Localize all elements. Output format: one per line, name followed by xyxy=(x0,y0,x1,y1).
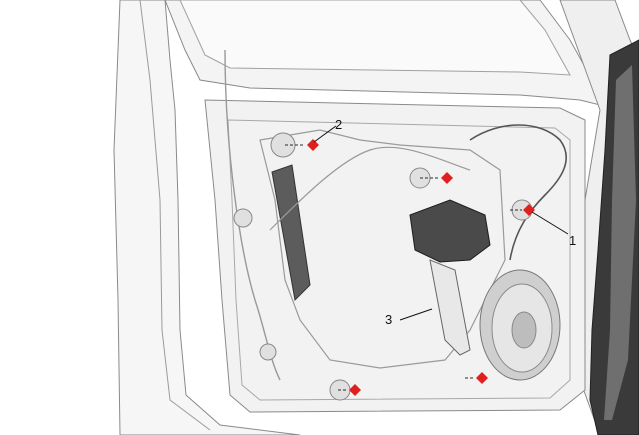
fastener-marker-icon xyxy=(510,204,535,216)
mount-hole xyxy=(233,208,253,228)
door-pillar-highlight xyxy=(604,65,636,420)
carrier-plate xyxy=(259,129,506,369)
fastener-marker-icon xyxy=(338,384,361,396)
leader-line-1 xyxy=(531,211,569,235)
fastener-marker-icon xyxy=(465,372,488,384)
mount-hole xyxy=(259,343,277,361)
inner-panel-border xyxy=(227,119,571,401)
door-outer-frame xyxy=(113,0,301,435)
door-frame-inner-edge xyxy=(139,0,211,431)
regulator-arm xyxy=(429,259,471,356)
leader-line-3 xyxy=(399,308,433,321)
callout-3: 3 xyxy=(385,312,393,327)
cable-arc xyxy=(269,146,471,231)
regulator-motor xyxy=(409,199,491,263)
speaker-center xyxy=(511,311,537,349)
callout-2: 2 xyxy=(335,117,343,132)
callout-1: 1 xyxy=(569,233,577,248)
fastener-marker-icon xyxy=(420,172,453,184)
leader-line-2 xyxy=(313,125,337,143)
regulator-rail xyxy=(271,164,311,302)
window-opening xyxy=(179,0,571,76)
fastener-marker-icon xyxy=(285,139,319,151)
